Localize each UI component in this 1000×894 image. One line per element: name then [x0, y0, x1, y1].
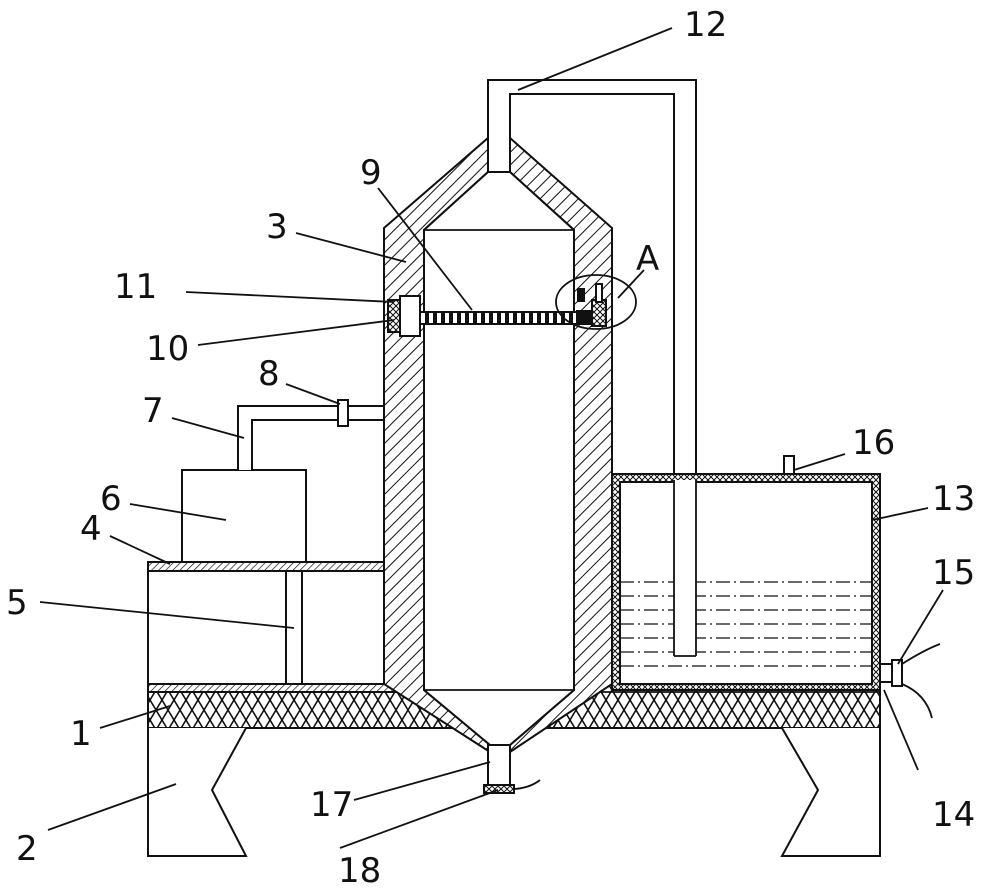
- label-14: 14: [932, 795, 975, 835]
- part-labels: 1 2 3 4 5 6 7 8 9 10 11 12 13 14 15 16 1…: [6, 5, 975, 891]
- main-vessel: [383, 135, 613, 754]
- label-13: 13: [932, 479, 975, 519]
- motor-assembly: [387, 274, 637, 337]
- label-6: 6: [100, 479, 122, 519]
- motor: [399, 295, 421, 337]
- label-3: 3: [266, 207, 288, 247]
- label-2: 2: [16, 829, 38, 869]
- condenser-tank: [611, 455, 941, 719]
- storage-box: [147, 561, 425, 693]
- leader-lines: [39, 27, 944, 849]
- support-legs: [147, 727, 881, 857]
- vent: [783, 455, 795, 475]
- valve: [337, 399, 349, 427]
- label-1: 1: [70, 714, 92, 754]
- label-5: 5: [6, 583, 28, 623]
- bottom-outlet: [483, 744, 541, 794]
- label-15: 15: [932, 553, 975, 593]
- drain-valve: [891, 659, 903, 687]
- label-16: 16: [852, 423, 895, 463]
- label-17: 17: [310, 785, 353, 825]
- label-10: 10: [146, 329, 189, 369]
- label-11: 11: [114, 267, 157, 307]
- label-4: 4: [80, 509, 102, 549]
- label-7: 7: [142, 391, 164, 431]
- label-12: 12: [684, 5, 727, 45]
- label-detail-A: A: [636, 239, 659, 279]
- label-8: 8: [258, 354, 280, 394]
- outlet-flange: [483, 784, 515, 794]
- label-18: 18: [338, 851, 381, 891]
- detail-A-circle: [555, 274, 637, 330]
- screw-shaft: [419, 311, 593, 325]
- label-9: 9: [360, 153, 382, 193]
- liquid-lines: [620, 581, 872, 667]
